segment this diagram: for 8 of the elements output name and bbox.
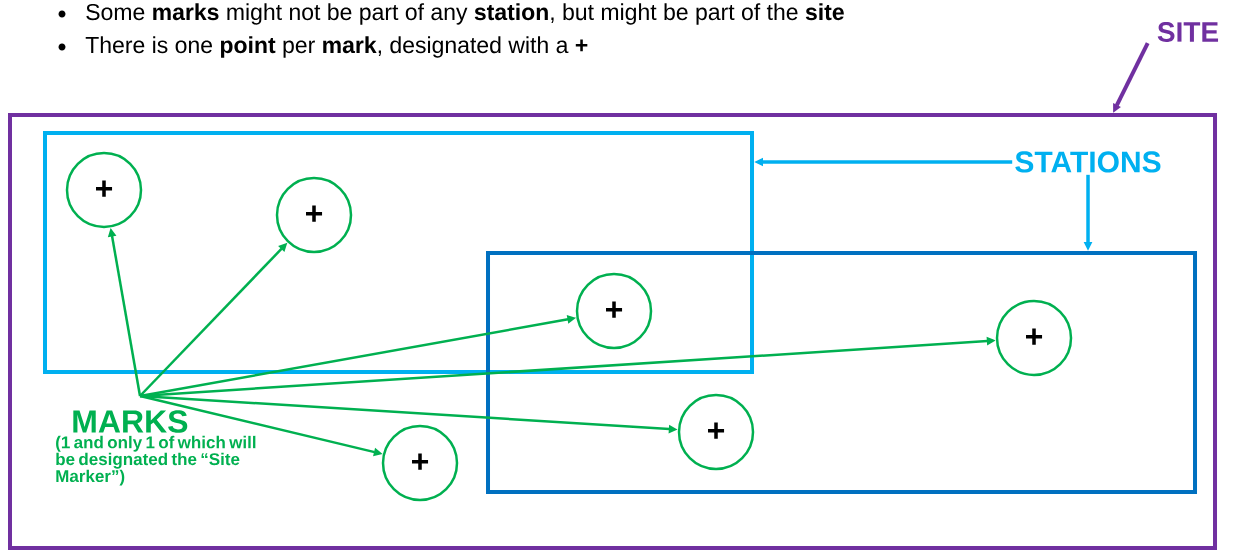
bullet-text: There is one point per mark, designated with a + [85,36,588,58]
marks-label: MARKS (1 and only 1 of which will be designated the “Site Marker”) [56,410,256,486]
station-box [43,131,754,374]
stations-label: STATIONS [1015,151,1161,173]
site-boundary-box [8,113,1217,550]
bullet-text: Some marks might not be part of any station, but might be part of the site [86,3,844,25]
site-label: SITE [1157,22,1219,42]
station-box [486,251,1197,494]
